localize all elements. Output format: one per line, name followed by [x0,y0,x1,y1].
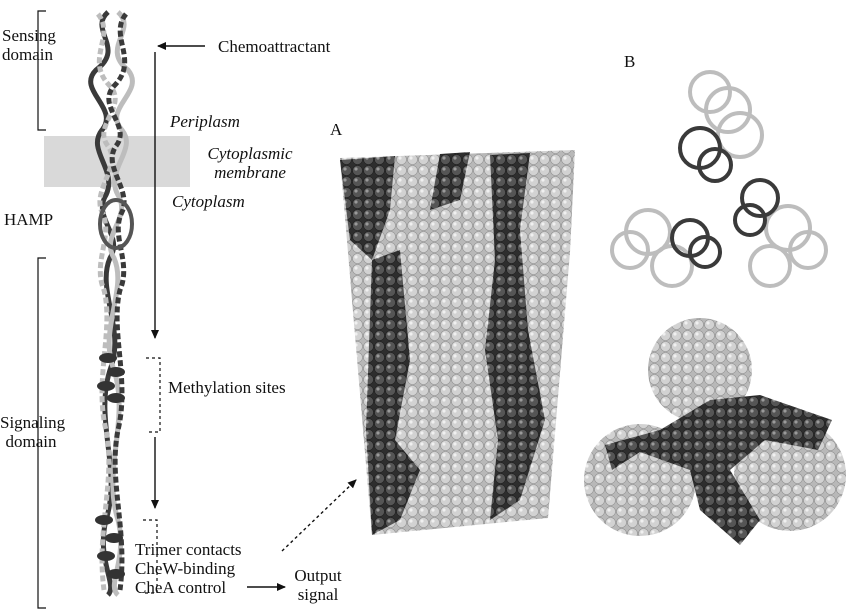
signaling-domain-line-1: Signaling [0,413,62,432]
panel-a-space-fill-model [340,150,575,535]
trimer-pointer-arrow [282,480,356,551]
signaling-domain-label: Signaling domain [0,413,62,451]
sensing-domain-line-1: Sensing [2,26,52,45]
output-signal-label: Output signal [290,566,346,604]
domain-brackets [38,11,46,608]
cytoplasmic-membrane-label: Cytoplasmic membrane [195,144,305,182]
periplasm-label: Periplasm [170,112,240,131]
panel-b-top-view-rings [612,72,826,286]
cytoplasm-label: Cytoplasm [172,192,245,211]
output-signal-line-2: signal [290,585,346,604]
chemoattractant-label: Chemoattractant [218,37,330,56]
chew-binding-label: CheW-binding [135,559,235,578]
methylation-sites-label: Methylation sites [168,378,286,397]
sensing-domain-label: Sensing domain [2,26,52,64]
receptor-helix-bundle [91,12,133,595]
cytoplasmic-membrane-line-1: Cytoplasmic [195,144,305,163]
sensing-domain-line-2: domain [2,45,52,64]
cytoplasmic-membrane-line-2: membrane [195,163,305,182]
trimer-contacts-label: Trimer contacts [135,540,242,559]
output-signal-line-1: Output [290,566,346,585]
signaling-domain-line-2: domain [0,432,62,451]
hamp-label: HAMP [4,210,53,229]
panel-b-label: B [624,52,635,71]
panel-a-label: A [330,120,342,139]
panel-b-space-fill-top-view [584,318,846,545]
chea-control-label: CheA control [135,578,226,597]
